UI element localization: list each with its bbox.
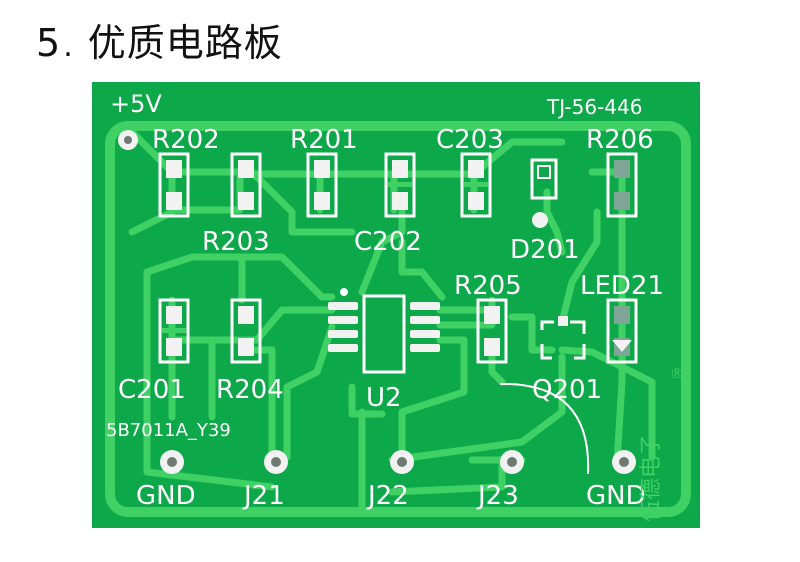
heading-title: 优质电路板 — [87, 21, 283, 65]
q201-pad — [558, 316, 568, 326]
heading-dot: . — [63, 29, 74, 64]
pcb-board: +5V TJ-56-446 R202 R201 C203 R206 R203 C… — [92, 82, 700, 528]
label-led21: LED21 — [580, 271, 664, 301]
label-board-id: TJ-56-446 — [546, 95, 642, 119]
label-u2: U2 — [366, 383, 402, 413]
heading-number: 5 — [36, 21, 62, 65]
label-q201: Q201 — [532, 375, 602, 405]
label-gnd-left: GND — [136, 481, 196, 511]
through-holes — [118, 130, 636, 474]
label-r204: R204 — [216, 375, 284, 405]
border-trace — [105, 121, 691, 517]
q201-outline — [540, 320, 586, 360]
capacitor-bars — [162, 182, 488, 333]
silkscreen-text: +5V TJ-56-446 R202 R201 C203 R206 R203 C… — [106, 90, 684, 522]
label-power: +5V — [110, 90, 162, 118]
heading: 5. 优质电路板 — [36, 12, 283, 67]
label-c201: C201 — [118, 375, 186, 405]
label-r201: R201 — [290, 125, 358, 155]
part-footprints — [158, 152, 638, 364]
pcb-artwork: +5V TJ-56-446 R202 R201 C203 R206 R203 C… — [105, 90, 691, 522]
led-arrow-icon — [612, 340, 632, 352]
label-r203: R203 — [202, 227, 270, 257]
label-registered: ® — [670, 366, 684, 382]
label-j22: J22 — [366, 481, 409, 511]
label-c203: C203 — [436, 125, 504, 155]
label-r202: R202 — [152, 125, 220, 155]
ic-u2 — [328, 288, 440, 374]
label-j21: J21 — [242, 481, 285, 511]
label-d201: D201 — [510, 235, 580, 265]
label-brand: 伍德电子 — [639, 434, 664, 522]
label-c202: C202 — [354, 227, 422, 257]
scratch-mark — [499, 382, 590, 475]
label-gnd-right: GND — [586, 481, 646, 511]
part-pads — [166, 160, 551, 356]
label-part-code: 5B7011A_Y39 — [106, 420, 231, 441]
label-r206: R206 — [586, 125, 654, 155]
label-j23: J23 — [476, 481, 519, 511]
label-r205: R205 — [454, 271, 522, 301]
